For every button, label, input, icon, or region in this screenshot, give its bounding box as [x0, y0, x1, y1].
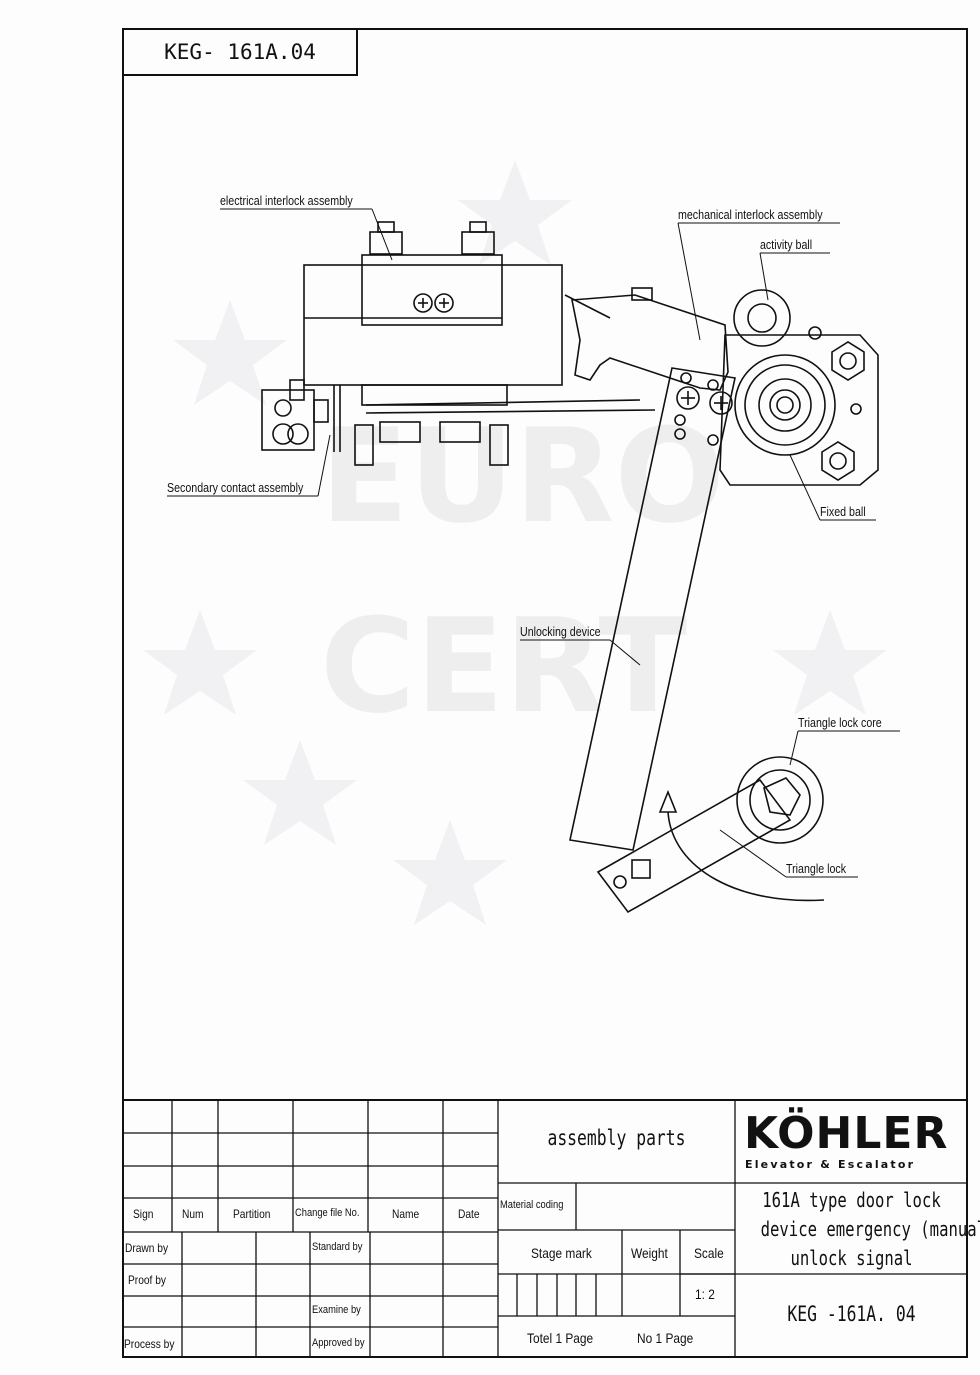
tb-page-no: No 1 Page: [637, 1330, 694, 1346]
tb-title-line2: device emergency (manual): [760, 1217, 980, 1241]
tb-header-name: Name: [392, 1207, 420, 1221]
tb-proof-by: Proof by: [128, 1273, 166, 1287]
tb-scale-value: 1: 2: [695, 1286, 715, 1302]
tb-title-line3: unlock signal: [790, 1246, 913, 1270]
tb-assembly-parts: assembly parts: [547, 1126, 686, 1150]
tb-drawn-by: Drawn by: [125, 1241, 169, 1255]
tb-title-line1: 161A type door lock: [762, 1188, 941, 1212]
label-triangle-lock-core: Triangle lock core: [798, 715, 882, 730]
tb-weight: Weight: [631, 1245, 668, 1261]
kohler-logo-tagline: Elevator & Escalator: [745, 1158, 916, 1171]
tb-scale: Scale: [694, 1245, 724, 1261]
label-electrical-interlock: electrical interlock assembly: [220, 193, 353, 208]
watermark-star-icon: [143, 160, 887, 925]
label-unlocking-device: Unlocking device: [520, 624, 601, 639]
tb-header-sign: Sign: [133, 1207, 154, 1221]
watermark-cert: CERT: [320, 590, 688, 742]
tb-process-by: Process by: [124, 1337, 175, 1351]
tb-stage-mark: Stage mark: [531, 1245, 592, 1261]
tb-header-date: Date: [458, 1207, 480, 1221]
label-secondary-contact: Secondary contact assembly: [167, 480, 304, 495]
tb-header-change-file: Change file No.: [295, 1207, 360, 1219]
label-activity-ball: activity ball: [760, 237, 813, 252]
tb-header-partition: Partition: [233, 1207, 271, 1221]
tb-material-coding: Material coding: [500, 1199, 564, 1211]
label-fixed-ball: Fixed ball: [820, 504, 866, 519]
tb-standard-by: Standard by: [312, 1241, 363, 1253]
watermark-euro: EURO: [320, 400, 725, 552]
tb-examine-by: Examine by: [312, 1304, 361, 1316]
top-doc-number: KEG- 161A.04: [122, 28, 358, 76]
label-mechanical-interlock: mechanical interlock assembly: [678, 207, 823, 222]
drawing-frame: [122, 28, 968, 1358]
tb-doc-number: KEG -161A. 04: [787, 1302, 916, 1326]
label-triangle-lock: Triangle lock: [786, 861, 847, 876]
tb-approved-by: Approved by: [312, 1337, 365, 1349]
tb-header-num: Num: [182, 1207, 204, 1221]
kohler-logo: KÖHLER: [744, 1108, 949, 1159]
tb-total-pages: Totel 1 Page: [527, 1330, 594, 1346]
